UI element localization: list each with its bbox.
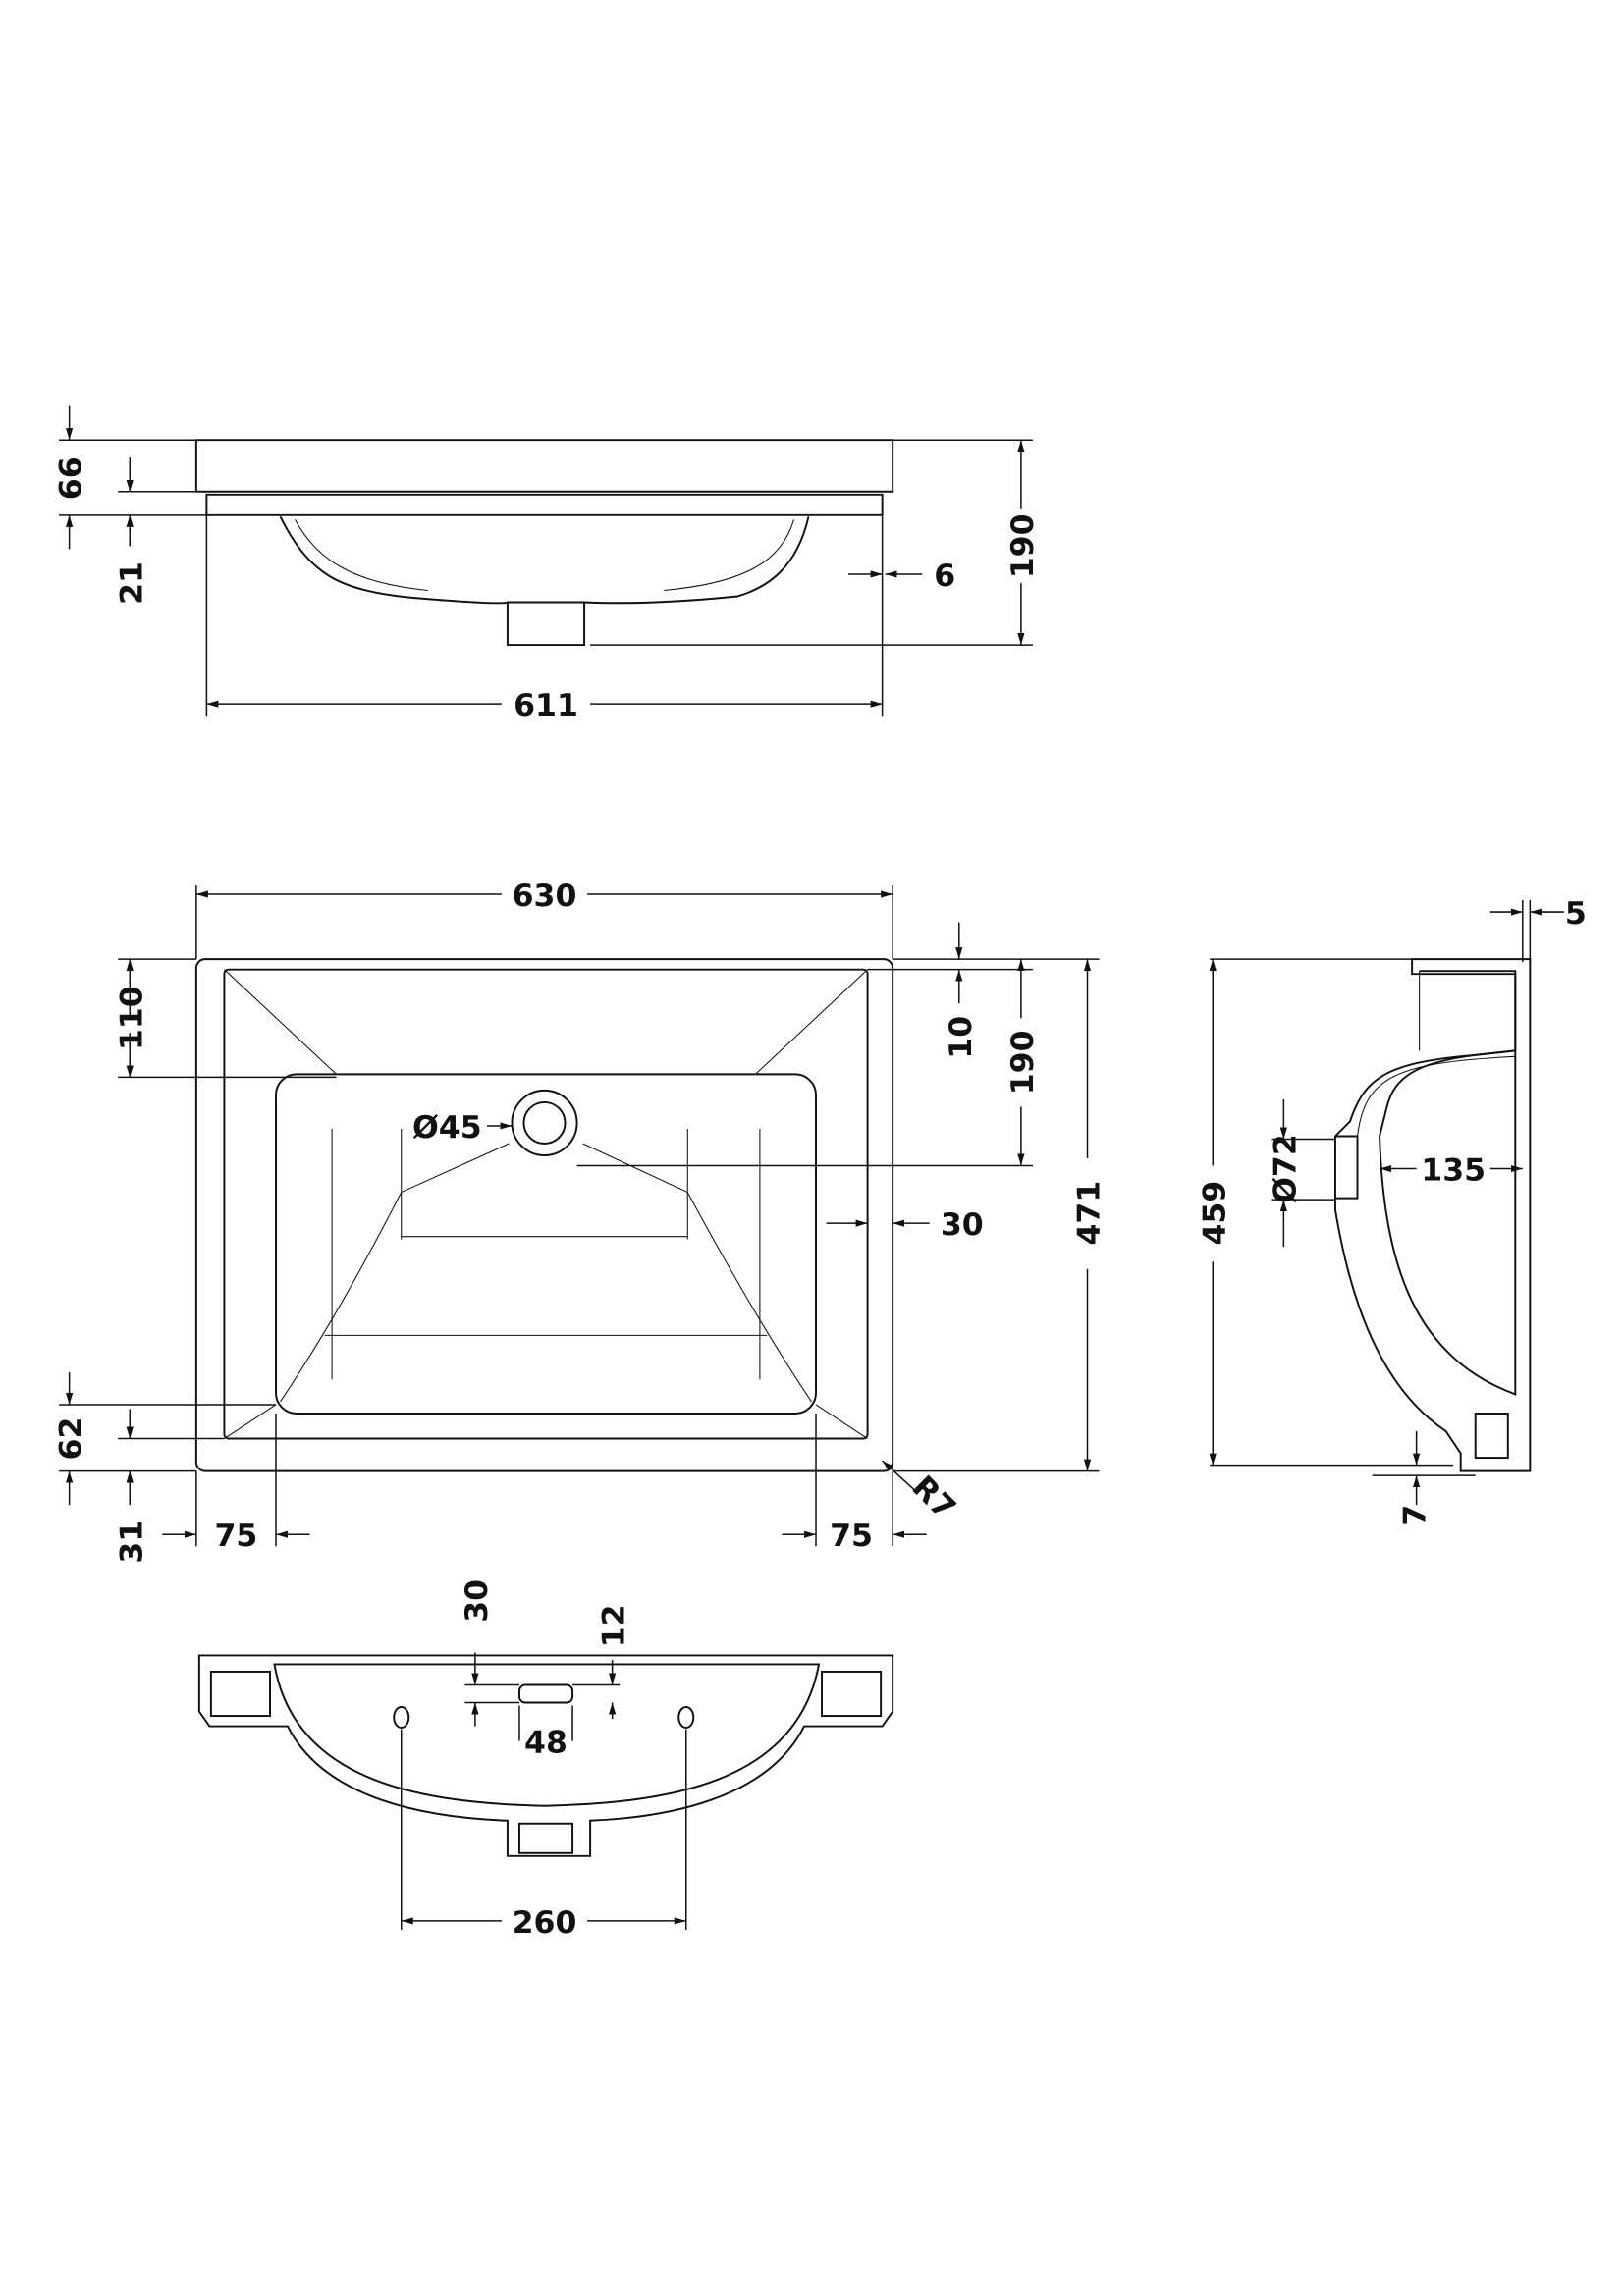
dim-plan-width: 630 [513,879,577,914]
dim-wall: 5 [1565,896,1587,932]
dim-right-edge: 75 [830,1519,873,1554]
dim-front-lip: 31 [114,1521,149,1564]
dim-width: 611 [514,688,578,723]
dim-slot-width: 48 [524,1726,568,1761]
rear-section-view: 30 12 48 260 [197,1579,894,1941]
side-section-view: 459 Ø72 135 5 7 [1197,896,1587,1526]
front-elevation-view: 66 21 6 190 611 [54,405,1041,723]
dim-overall-height: 459 [1197,1181,1232,1246]
dim-fixing-centres: 260 [513,1905,577,1941]
dim-front: 62 [54,1417,89,1461]
dim-back-ledge: 110 [114,986,149,1050]
plan-view: 630 110 10 190 Ø45 30 471 62 31 75 75 R7 [54,879,1108,1564]
dim-slot-depth: 12 [597,1604,632,1647]
dim-depth-top: 66 [54,456,89,500]
dim-tap-diameter: Ø45 [412,1110,482,1146]
dim-edge: 10 [944,1016,979,1059]
dim-depth: 471 [1072,1181,1108,1246]
dim-tap-hole: 190 [1005,1030,1041,1095]
dim-slot-height: 30 [460,1579,495,1623]
dim-offset: 6 [934,559,955,594]
dim-waste-diameter: Ø72 [1268,1134,1303,1203]
dim-height: 190 [1005,513,1041,578]
dim-radius: R7 [905,1469,962,1526]
dim-left-edge: 75 [214,1519,257,1554]
dim-base: 7 [1398,1505,1434,1526]
dim-lip: 21 [114,561,149,605]
dim-side-edge: 30 [941,1207,984,1243]
dim-bowl-depth: 135 [1421,1153,1486,1189]
